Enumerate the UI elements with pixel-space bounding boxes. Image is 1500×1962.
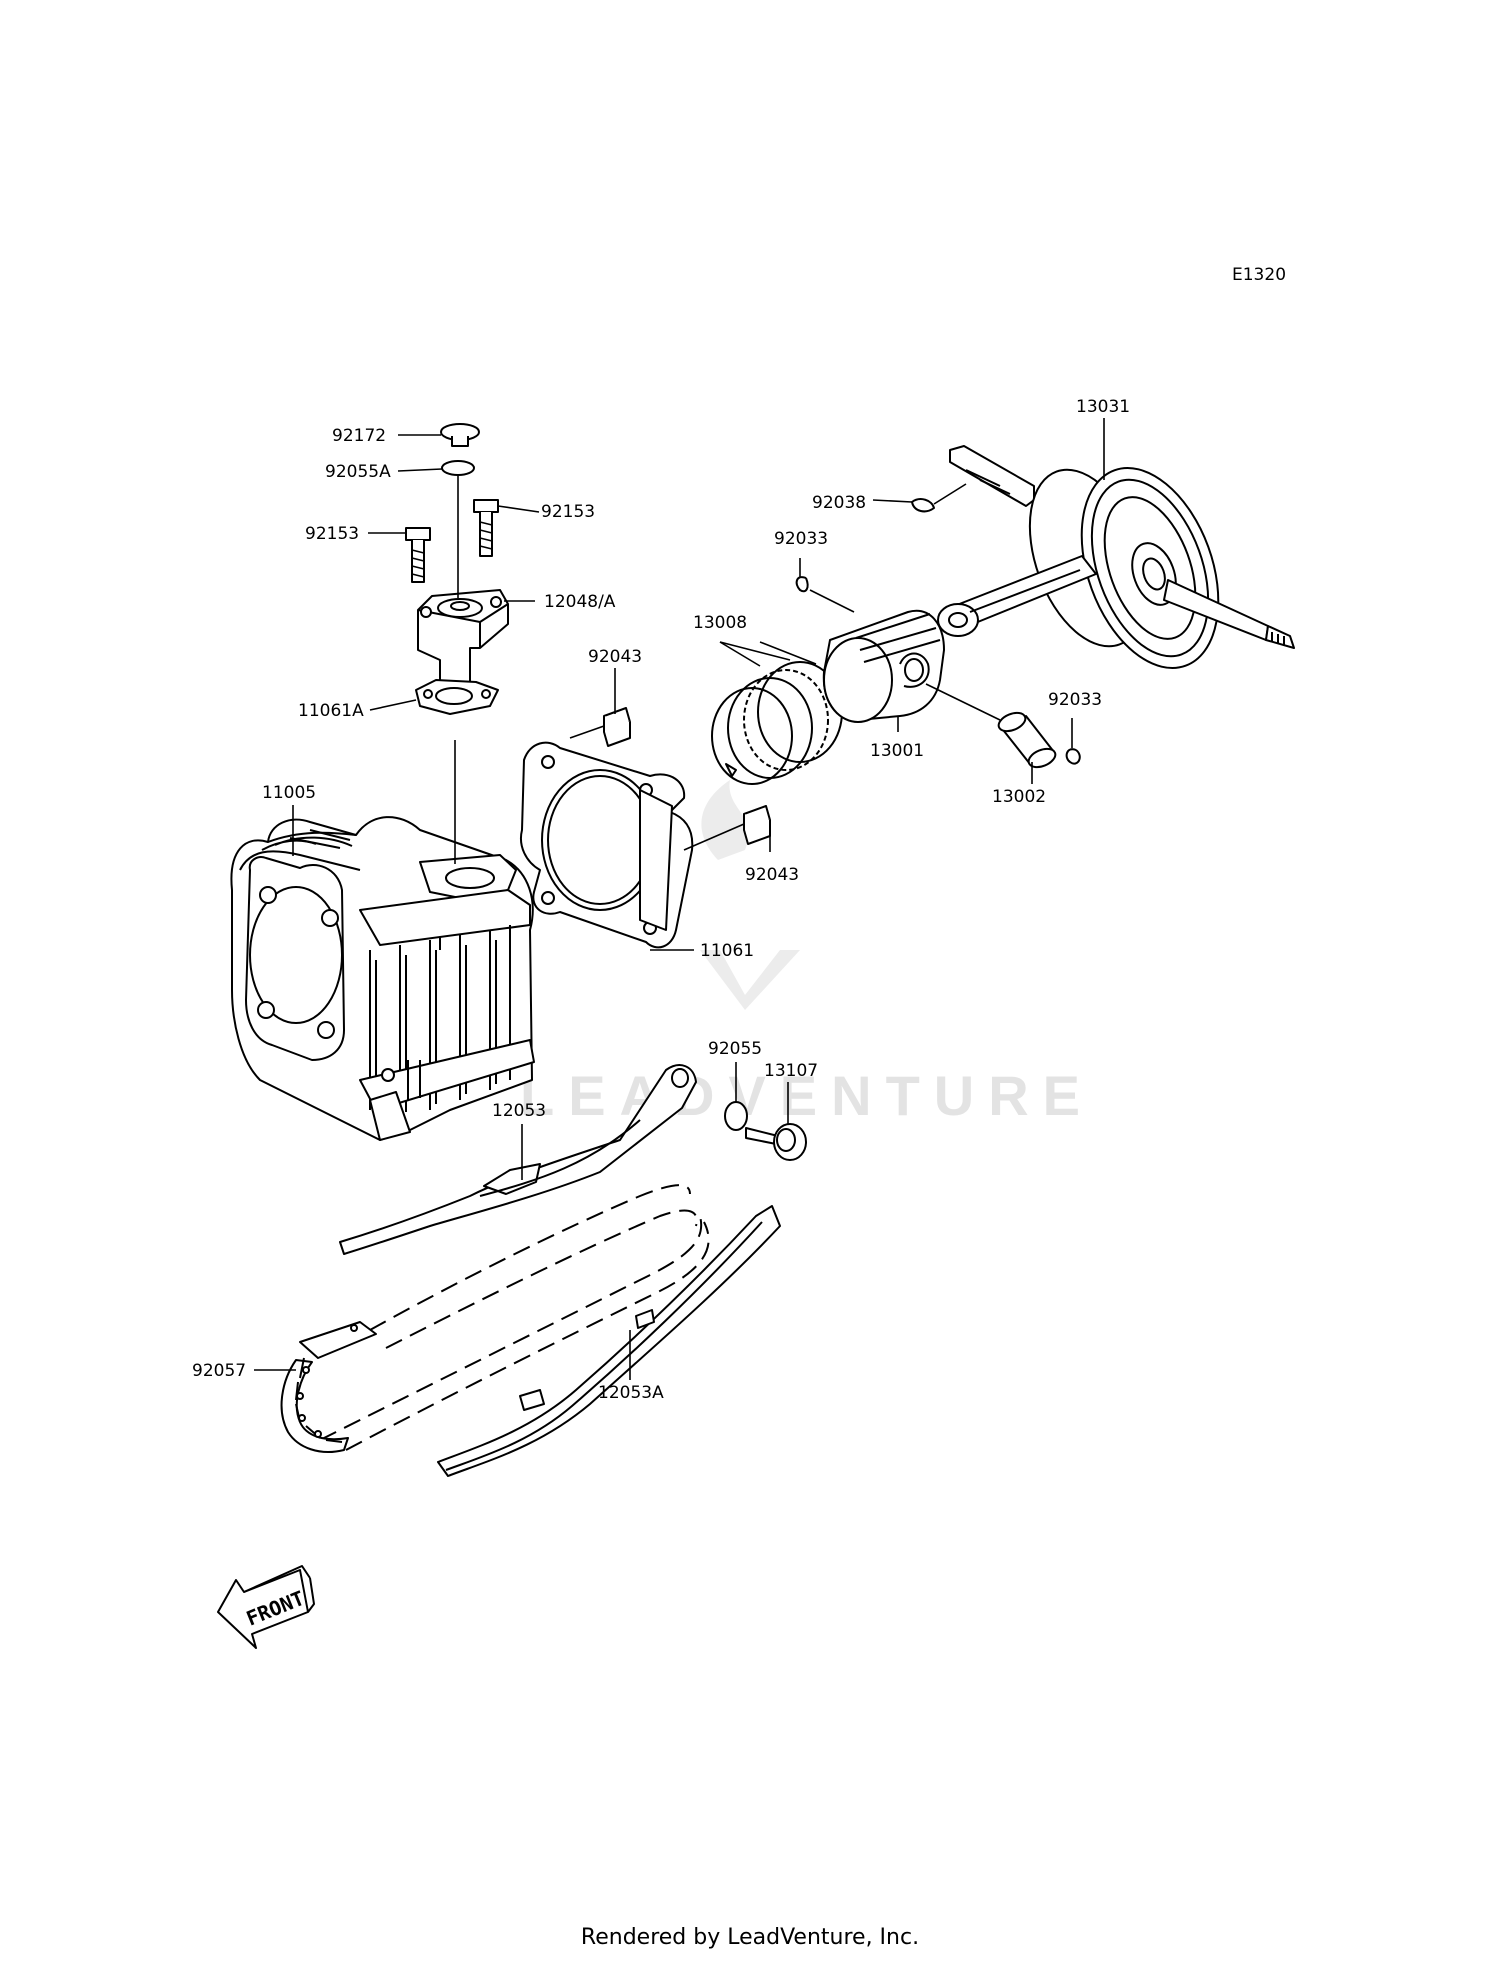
part-11061-gasket[interactable] — [520, 741, 694, 949]
callout-12048A[interactable]: 12048/A — [544, 592, 616, 612]
callout-13002[interactable]: 13002 — [992, 787, 1046, 807]
callout-labels: 92172 92055A 92153 92153 12048/A 11061A … — [192, 397, 1130, 1403]
callout-92055A[interactable]: 92055A — [325, 462, 391, 482]
part-11061A-gasket[interactable] — [415, 679, 499, 715]
callout-13001[interactable]: 13001 — [870, 741, 924, 761]
callout-12053A[interactable]: 12053A — [598, 1383, 664, 1403]
part-12053-chain-guide[interactable] — [339, 1064, 697, 1255]
part-92153-bolt-left[interactable] — [405, 527, 431, 583]
part-11005-cylinder[interactable] — [230, 816, 535, 1141]
callout-92153-right[interactable]: 92153 — [541, 502, 595, 522]
part-92055A-oring[interactable] — [441, 460, 475, 476]
callout-13107[interactable]: 13107 — [764, 1061, 818, 1081]
part-12048A-tensioner[interactable] — [417, 589, 509, 691]
callout-11061[interactable]: 11061 — [700, 941, 754, 961]
callout-11005[interactable]: 11005 — [262, 783, 316, 803]
part-92172-cap[interactable] — [440, 423, 480, 447]
part-13008-piston-rings[interactable] — [711, 661, 843, 785]
leader-lines — [254, 418, 1105, 1380]
part-92033-clip-top[interactable] — [795, 576, 809, 593]
front-arrow-icon: FRONT — [217, 1565, 315, 1649]
part-13031-crankshaft[interactable] — [937, 445, 1295, 687]
part-92057-cam-chain[interactable] — [280, 1184, 710, 1453]
callout-12053[interactable]: 12053 — [492, 1101, 546, 1121]
part-13002-piston-pin[interactable] — [996, 709, 1058, 770]
part-12053A-chain-guide[interactable] — [437, 1205, 781, 1477]
part-92033-clip-right[interactable] — [1065, 748, 1081, 765]
part-92043-dowel-top[interactable] — [603, 707, 631, 747]
diagram-code: E1320 — [1232, 265, 1286, 285]
callout-92038[interactable]: 92038 — [812, 493, 866, 513]
callout-13031[interactable]: 13031 — [1076, 397, 1130, 417]
callout-13008[interactable]: 13008 — [693, 613, 747, 633]
callout-92033-top[interactable]: 92033 — [774, 529, 828, 549]
callout-92043-bottom[interactable]: 92043 — [745, 865, 799, 885]
callout-11061A[interactable]: 11061A — [298, 701, 364, 721]
part-13001-piston[interactable] — [822, 609, 945, 723]
part-92038-key[interactable] — [911, 498, 935, 513]
part-92043-dowel-bottom[interactable] — [743, 805, 771, 845]
part-13107-bolt[interactable] — [745, 1123, 807, 1161]
part-92153-bolt-right[interactable] — [473, 499, 499, 557]
callout-92153-left[interactable]: 92153 — [305, 524, 359, 544]
footer-credit: Rendered by LeadVenture, Inc. — [580, 1925, 920, 1950]
callout-92172[interactable]: 92172 — [332, 426, 386, 446]
callout-92057[interactable]: 92057 — [192, 1361, 246, 1381]
watermark-text: LEADVENTURE — [520, 1064, 1094, 1127]
callout-92055[interactable]: 92055 — [708, 1039, 762, 1059]
watermark: LEADVENTURE — [520, 780, 1094, 1127]
callout-92033-right[interactable]: 92033 — [1048, 690, 1102, 710]
part-92055-washer[interactable] — [724, 1101, 748, 1131]
callout-92043-top[interactable]: 92043 — [588, 647, 642, 667]
